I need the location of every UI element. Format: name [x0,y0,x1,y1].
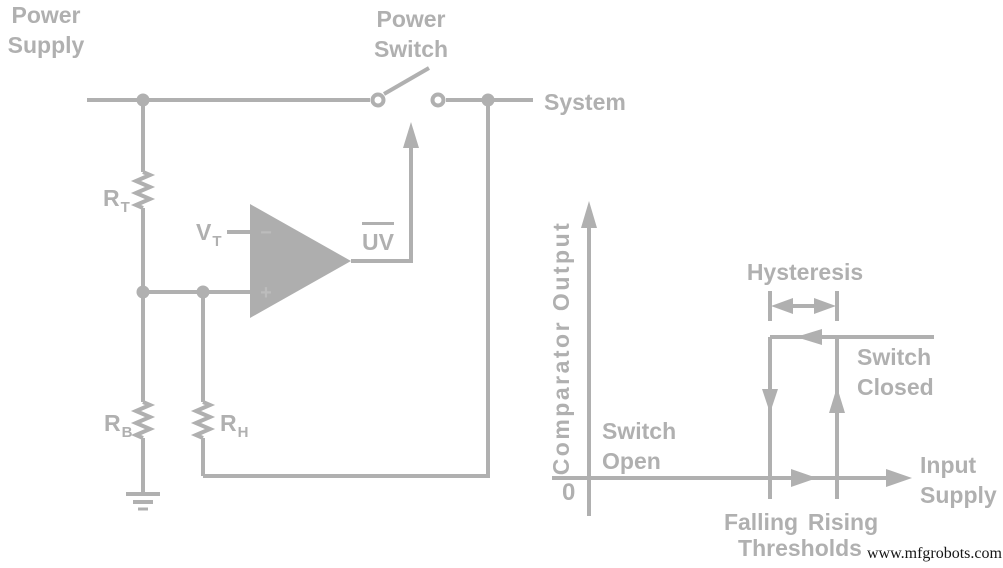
x-axis-title: Input Supply [920,450,997,510]
rh-label-base: R [220,410,237,436]
hysteresis-label: Hysteresis [746,259,864,285]
power-switch-label: Power Switch [356,4,466,64]
rb-label-base: R [104,410,121,436]
switch-closed-label: Switch Closed [857,342,934,402]
rising-threshold-label: Rising [807,509,879,535]
hysteresis-span-arrow-right [814,298,836,314]
resistor-rh [190,400,216,440]
comparator-inverting-sign: − [260,222,272,244]
hysteresis-top-arrow [796,329,822,345]
rt-label-base: R [103,185,120,211]
rising-arrow [829,387,845,413]
origin-zero-label: 0 [562,479,576,506]
rh-label-sub: H [237,424,249,441]
switch-open-label: Switch Open [602,416,676,476]
power-supply-label-line2: Supply [7,32,85,58]
switch-node-right [430,92,446,108]
y-axis-title: Comparator Output [548,220,574,476]
ground-symbol [126,492,160,511]
y-axis-arrow [581,201,597,228]
vt-label-base: V [196,219,212,245]
uv-output-label-text: UV [362,222,394,257]
comparator-triangle [250,204,351,318]
rh-label: RH [220,408,248,442]
power-switch-label-line2: Switch [373,36,449,62]
hysteresis-span-arrow [771,298,836,314]
switch-closed-label-line2: Closed [857,374,934,400]
falling-arrow [762,389,778,413]
switch-open-label-line1: Switch [602,418,677,444]
rb-label: RB [104,408,132,442]
vt-label-sub: T [212,233,222,250]
x-axis-title-line1: Input [920,452,977,478]
rb-label-sub: B [121,424,133,441]
power-supply-label-line1: Power [11,2,81,28]
x-axis-arrow [886,469,912,487]
switch-blade [382,66,431,96]
resistor-rt [130,170,156,210]
rt-label-sub: T [120,199,130,216]
watermark-text: www.mfgrobots.com [867,545,1002,562]
uv-arrow-head [403,122,419,148]
switch-closed-label-line1: Switch [857,344,932,370]
comparator-noninverting-sign: + [260,282,272,304]
power-switch-label-line1: Power [376,6,446,32]
vt-label: VT [196,217,222,251]
hysteresis-span-arrow-left [771,298,793,314]
rt-label: RT [103,183,130,217]
x-axis-mid-arrow [791,469,817,487]
falling-threshold-label: Falling [723,509,799,535]
uv-output-wire [351,147,413,263]
x-axis-title-line2: Supply [920,482,997,508]
switch-open-label-line2: Open [602,448,661,474]
power-supply-label: Power Supply [0,0,92,60]
system-label: System [544,89,626,115]
switch-node-left [370,92,386,108]
thresholds-label: Thresholds [738,535,862,561]
feedback-wire [203,100,490,478]
uv-output-label: UV [362,222,394,257]
resistor-rb [130,400,156,440]
